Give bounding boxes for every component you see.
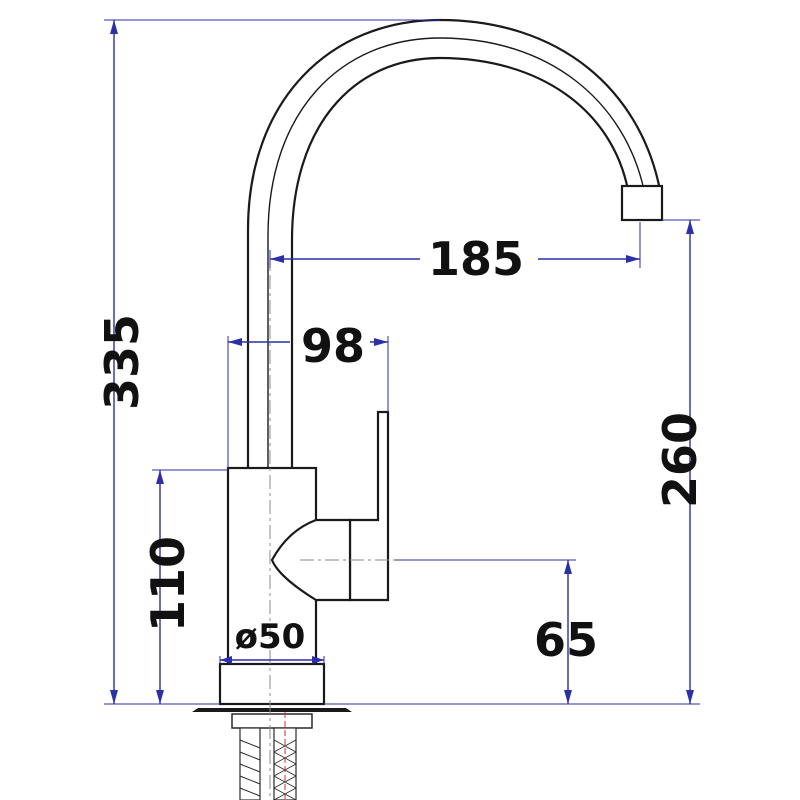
- label-base-diameter: ø50: [235, 617, 306, 657]
- base-plate: [192, 708, 352, 712]
- dim-base-diameter: ø50: [219, 617, 325, 664]
- dim-handle-width: 98: [227, 319, 389, 468]
- mount-nut: [231, 713, 313, 729]
- label-handle-height: 65: [534, 613, 598, 667]
- spout-tip: [620, 184, 664, 222]
- label-handle-width: 98: [301, 319, 365, 373]
- hose-left-threads: [239, 739, 261, 797]
- faucet-outline: [192, 18, 664, 800]
- dim-spout-height: 260: [653, 219, 707, 704]
- lever-handle: [348, 410, 390, 602]
- dim-spout-reach: 185: [269, 222, 641, 286]
- dim-body-height: 110: [141, 469, 228, 704]
- dim-handle-height: 65: [324, 559, 700, 705]
- label-body-height: 110: [141, 536, 195, 632]
- label-overall-height: 335: [95, 314, 149, 410]
- label-spout-reach: 185: [428, 232, 524, 286]
- spout-inner-line: [267, 37, 645, 470]
- base-collar: [218, 662, 326, 706]
- label-spout-height: 260: [653, 412, 707, 508]
- dim-overall-height: 335: [95, 19, 440, 705]
